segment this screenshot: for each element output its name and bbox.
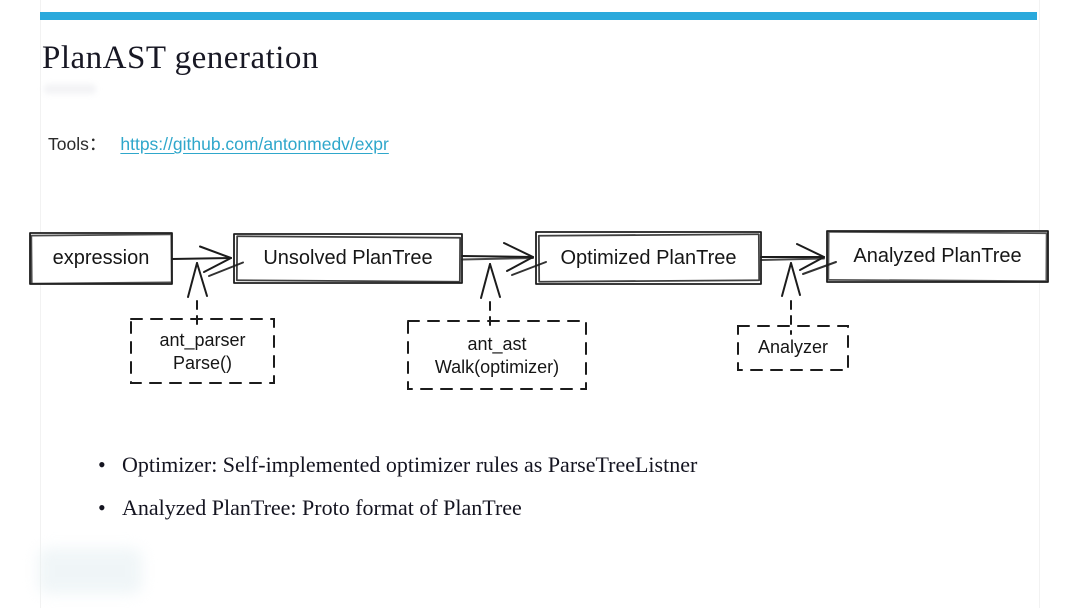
- bullet-dot: [98, 495, 122, 521]
- slide-left-edge: [40, 0, 41, 608]
- node-label-analyzed-plantree: Analyzed PlanTree: [853, 245, 1022, 267]
- step-line: Analyzer: [757, 337, 829, 358]
- step-label-ant-ast: ant_ast Walk(optimizer): [408, 323, 586, 389]
- bullet-dot: [98, 452, 122, 478]
- watermark-artifact: [38, 548, 142, 594]
- node-label-optimized-plantree: Optimized PlanTree: [560, 246, 737, 269]
- step-label-analyzer: Analyzer: [738, 326, 848, 370]
- step-line: ant_ast: [467, 333, 527, 354]
- bullet-text-optimizer: Optimizer: Self-implemented optimizer ru…: [122, 452, 698, 477]
- dashed-arrow-ant-parser: [187, 262, 208, 328]
- step-line: ant_parser: [159, 329, 246, 350]
- list-item: Analyzed PlanTree: Proto format of PlanT…: [98, 495, 697, 521]
- step-box-ant-parser: [130, 318, 275, 384]
- step-box-analyzer: [737, 325, 849, 371]
- accent-top-bar: [40, 12, 1037, 20]
- node-box-optimized-plantree: [535, 231, 762, 285]
- tools-label: Tools：: [48, 134, 107, 154]
- slide-right-edge: [1039, 0, 1040, 608]
- node-box-expression: [29, 232, 173, 285]
- node-label-unsolved-plantree: Unsolved PlanTree: [263, 247, 433, 269]
- step-label-ant-parser: ant_parser Parse(): [131, 321, 274, 383]
- step-line: Walk(optimizer): [434, 357, 560, 377]
- list-item: Optimizer: Self-implemented optimizer ru…: [98, 452, 697, 478]
- github-link[interactable]: https://github.com/antonmedv/expr: [120, 134, 389, 154]
- dashed-arrow-ant-ast: [480, 263, 501, 332]
- bullet-list: Optimizer: Self-implemented optimizer ru…: [98, 452, 697, 538]
- arrow-unsolved-to-optimized: [461, 242, 547, 276]
- bullet-text-analyzed: Analyzed PlanTree: Proto format of PlanT…: [122, 495, 522, 520]
- faded-text-artifact: [44, 84, 96, 94]
- arrow-expression-to-unsolved: [171, 245, 244, 277]
- step-box-ant-ast: [407, 320, 587, 390]
- arrow-optimized-to-analyzed: [760, 243, 837, 275]
- node-label-expression: expression: [52, 247, 150, 269]
- node-box-analyzed-plantree: [826, 230, 1049, 283]
- tools-row: Tools： https://github.com/antonmedv/expr: [48, 131, 389, 156]
- node-box-unsolved-plantree: [233, 233, 463, 284]
- page-title: PlanAST generation: [42, 40, 319, 76]
- step-line: Parse(): [172, 353, 232, 373]
- dashed-arrow-analyzer: [781, 262, 801, 335]
